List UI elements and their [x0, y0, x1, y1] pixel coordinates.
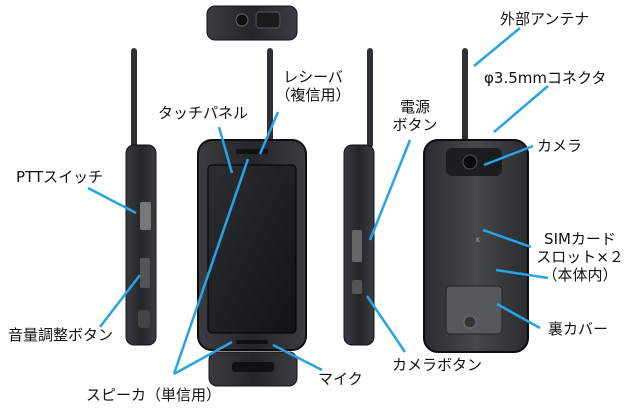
leader-touch-panel	[217, 126, 234, 174]
label-camera-button: カメラボタン	[392, 356, 483, 374]
label-sim-slot-line2: スロット×２	[536, 248, 624, 266]
leader-volume-button	[99, 274, 141, 328]
right-side-view	[343, 48, 375, 346]
label-sim-slot-line3: （本体内）	[542, 266, 618, 284]
label-back-cover: 裏カバー	[548, 320, 609, 338]
label-sim-slot-line1: SIMカード	[544, 230, 616, 248]
label-speaker: スピーカ（単信用）	[86, 386, 222, 404]
bottom-view	[208, 351, 298, 387]
back-view: K	[423, 48, 529, 353]
leader-back-cover	[496, 302, 541, 330]
label-touch-panel: タッチパネル	[158, 104, 249, 122]
label-volume-button: 音量調整ボタン	[8, 326, 114, 344]
leader-microphone	[272, 343, 323, 372]
label-power-button-line1: 電源	[399, 98, 430, 116]
leader-receiver	[258, 111, 280, 155]
leader-ptt-switch	[87, 186, 137, 215]
leader-power-button	[368, 139, 412, 241]
leader-sim-slot-upper	[482, 228, 532, 249]
label-receiver-line1: レシーバ	[283, 68, 343, 86]
top-view	[206, 5, 298, 41]
label-external-antenna: 外部アンテナ	[500, 10, 590, 28]
leader-camera	[483, 144, 534, 167]
label-sim-slot: SIMカード スロット×２ （本体内）	[530, 230, 630, 284]
label-receiver-line2: （複信用）	[275, 86, 351, 104]
label-power-button-line2: ボタン	[392, 116, 438, 134]
brand-logo: K	[476, 237, 481, 244]
label-receiver: レシーバ （複信用）	[272, 68, 354, 104]
leader-audio-connector	[493, 85, 549, 133]
leader-external-antenna	[473, 27, 521, 67]
label-power-button: 電源 ボタン	[390, 98, 440, 134]
leader-lines	[87, 27, 549, 376]
label-microphone: マイク	[318, 370, 363, 388]
leader-camera-button	[365, 295, 407, 353]
front-view	[197, 48, 307, 351]
leader-speaker-top	[172, 158, 250, 375]
leader-speaker-bottom	[173, 340, 233, 376]
label-ptt-switch: PTTスイッチ	[16, 168, 104, 186]
leader-sim-slot-lower	[495, 268, 549, 280]
left-side-view	[125, 48, 157, 346]
label-camera: カメラ	[537, 137, 583, 155]
label-audio-connector: φ3.5mmコネクタ	[484, 69, 607, 87]
